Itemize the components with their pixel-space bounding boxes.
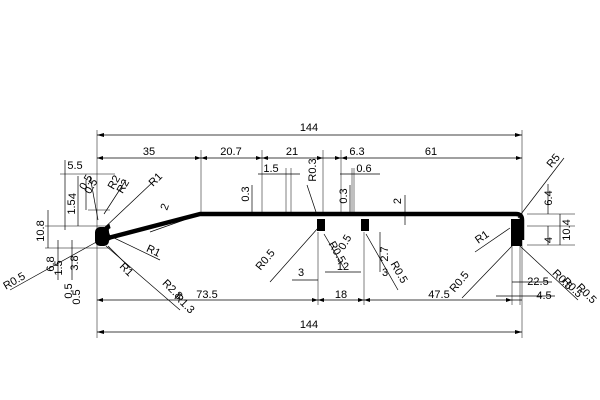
dimension-right: R5 6.4 4 10.4 R1 R0.5 R0.5 R0.5 R0.5 22.… — [448, 152, 599, 307]
dim-label: 47.5 — [428, 289, 449, 301]
dim-label: R1 — [144, 243, 162, 260]
dim-label: 0.6 — [356, 163, 371, 175]
dim-label: 3.8 — [69, 255, 81, 270]
dimension-left: 5.5 1.5 4 10.8 6.8 3.8 1.5 0.5 0.5 R0.5 — [1, 160, 101, 305]
dim-label: 144 — [300, 122, 318, 134]
dim-label: 3 — [298, 267, 304, 279]
dim-label: 6.8 — [45, 256, 57, 271]
dim-label: 4.5 — [536, 290, 551, 302]
dim-label: 2 — [158, 202, 171, 212]
dim-label: R0.5 — [448, 269, 472, 295]
dim-label: 3 — [382, 267, 388, 279]
dimension-middle: R0.5 3 R0.5 0.5 12 2.7 3 R0.5 — [254, 227, 410, 291]
dim-label: R0.5 — [1, 270, 27, 292]
dim-label: 18 — [335, 289, 347, 301]
dim-label: 10.4 — [561, 219, 573, 240]
dim-label: 10.8 — [35, 220, 47, 241]
dim-label: 0.3 — [338, 188, 350, 203]
dim-label: R1 — [147, 171, 165, 189]
dim-label: 144 — [300, 319, 318, 331]
dim-label: 2.7 — [379, 246, 391, 261]
dim-label: 0.3 — [240, 186, 252, 201]
dim-label: 0.5 — [63, 283, 75, 298]
serration — [255, 213, 311, 216]
dimension-segments-top: 35 20.7 21 6.3 61 — [97, 146, 522, 160]
dim-label: 20.7 — [220, 146, 241, 158]
dim-label: 0.5 — [71, 289, 83, 304]
dim-label: 61 — [425, 146, 437, 158]
dim-label: 35 — [143, 146, 155, 158]
dim-label: R1.3 — [172, 291, 197, 316]
radius-callouts-left: R1 R2 R2 0.5 0.5 R1 R1 R2.8 R1.3 2 — [77, 171, 196, 317]
dim-label: 21 — [286, 146, 298, 158]
dim-label: 2 — [392, 198, 404, 204]
dim-label: 73.5 — [196, 289, 217, 301]
dimension-overall-bottom: 144 — [97, 319, 522, 334]
dim-label: 12 — [337, 261, 349, 273]
dim-label: R1 — [473, 229, 491, 247]
dimension-top-details: 1.5 0.6 0.3 0.3 R0.3 2 — [240, 158, 406, 225]
dimension-bottom-chain: 73.5 18 47.5 — [97, 289, 522, 302]
dim-label: 6.3 — [349, 146, 364, 158]
dim-label: R0.5 — [388, 259, 410, 285]
dim-label: 4 — [67, 193, 79, 199]
dim-label: 1.5 — [263, 163, 278, 175]
dim-label: 6.4 — [543, 190, 555, 205]
dim-label: R0.5 — [254, 247, 278, 273]
dim-label: R5 — [545, 152, 563, 170]
dimension-overall-top: 144 — [97, 122, 522, 137]
dim-label: 1.5 — [66, 199, 78, 214]
dim-label: 22.5 — [527, 276, 548, 288]
dim-label: 4 — [543, 237, 555, 243]
dim-label: 5.5 — [67, 160, 82, 172]
dim-label: R0.3 — [307, 158, 319, 181]
profile — [95, 211, 525, 246]
